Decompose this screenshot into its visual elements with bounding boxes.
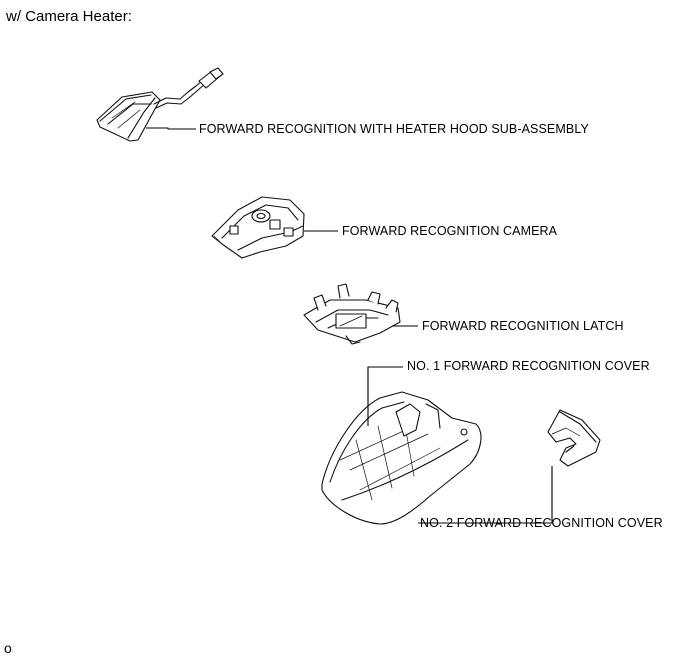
- latch-label: FORWARD RECOGNITION LATCH: [422, 319, 624, 333]
- camera-label: FORWARD RECOGNITION CAMERA: [342, 224, 558, 238]
- cover1-label: NO. 1 FORWARD RECOGNITION COVER: [407, 359, 650, 373]
- cover1-drawing: [321, 391, 482, 525]
- diagram-heading: w/ Camera Heater:: [6, 8, 132, 25]
- cover2-label: NO. 2 FORWARD RECOGNITION COVER: [420, 516, 663, 530]
- footer-mark: o: [4, 640, 12, 656]
- cover2-drawing: [547, 409, 601, 467]
- camera-drawing: [211, 196, 305, 259]
- hood-leader: [146, 127, 196, 130]
- latch-drawing: [303, 283, 401, 345]
- heater-hood-drawing: [96, 67, 224, 142]
- hood-label: FORWARD RECOGNITION WITH HEATER HOOD SUB…: [199, 122, 589, 136]
- cover1-leader: [367, 366, 403, 426]
- cover2-leader: [418, 466, 553, 524]
